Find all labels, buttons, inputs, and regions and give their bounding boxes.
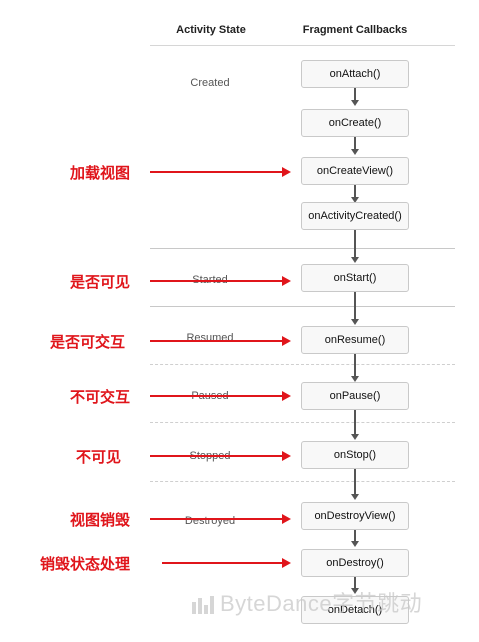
annotation-arrowhead-is-interactive	[282, 336, 291, 346]
flow-arrow-2-head	[351, 149, 359, 155]
flow-arrow-4	[354, 230, 356, 257]
flow-arrow-6	[354, 352, 356, 376]
callback-on-attach: onAttach()	[301, 60, 409, 88]
annotation-arrowhead-is-visible	[282, 276, 291, 286]
bytedance-logo-icon	[192, 596, 214, 615]
callback-on-destroy: onDestroy()	[301, 549, 409, 577]
section-divider-destroyed	[150, 481, 455, 482]
callback-on-start: onStart()	[301, 264, 409, 292]
annotation-is-interactive: 是否可交互	[50, 333, 126, 351]
flow-arrow-6-head	[351, 376, 359, 382]
flow-arrow-3	[354, 185, 356, 197]
annotation-load-view: 加载视图	[70, 164, 131, 182]
flow-arrow-5-head	[351, 319, 359, 325]
annotation-arrowhead-not-visible	[282, 451, 291, 461]
annotation-arrowhead-destroy-state	[282, 558, 291, 568]
annotation-not-interactive: 不可交互	[70, 388, 131, 406]
annotation-arrow-load-view	[150, 171, 282, 173]
callback-on-activity-created: onActivityCreated()	[301, 202, 409, 230]
flow-arrow-2	[354, 137, 356, 149]
annotation-destroy-state: 销毁状态处理	[40, 555, 131, 573]
flow-arrow-8-head	[351, 494, 359, 500]
annotation-is-visible: 是否可见	[70, 273, 131, 291]
header-divider	[150, 45, 455, 46]
annotation-arrow-is-interactive	[150, 340, 282, 342]
section-divider-started	[150, 248, 455, 249]
flow-arrow-1	[354, 88, 356, 100]
flow-arrow-9-head	[351, 541, 359, 547]
callback-on-detach: onDetach()	[301, 596, 409, 624]
annotation-arrow-not-visible	[150, 455, 282, 457]
callback-on-create-view: onCreateView()	[301, 157, 409, 185]
section-divider-resumed	[150, 306, 455, 307]
flow-arrow-1-head	[351, 100, 359, 106]
annotation-arrowhead-load-view	[282, 167, 291, 177]
callback-on-stop: onStop()	[301, 441, 409, 469]
annotation-not-visible: 不可见	[76, 448, 122, 466]
watermark: ByteDance字节跳动	[192, 586, 422, 618]
annotation-arrowhead-not-interactive	[282, 391, 291, 401]
annotation-arrow-destroy-state	[162, 562, 282, 564]
callback-on-resume: onResume()	[301, 326, 409, 354]
flow-arrow-9	[354, 530, 356, 541]
annotation-arrow-not-interactive	[150, 395, 282, 397]
flow-arrow-7-head	[351, 434, 359, 440]
annotation-destroy-view: 视图销毁	[70, 511, 131, 529]
flow-arrow-10-head	[351, 588, 359, 594]
section-divider-paused	[150, 364, 455, 365]
state-resumed: Resumed	[186, 332, 234, 344]
flow-arrow-10	[354, 577, 356, 588]
watermark-text: ByteDance字节跳动	[220, 591, 423, 616]
state-created: Created	[190, 77, 230, 89]
annotation-arrowhead-destroy-view	[282, 514, 291, 524]
callback-on-destroy-view: onDestroyView()	[301, 502, 409, 530]
flow-arrow-7	[354, 410, 356, 434]
callback-on-create: onCreate()	[301, 109, 409, 137]
section-divider-stopped	[150, 422, 455, 423]
flow-arrow-8	[354, 469, 356, 494]
flow-arrow-3-head	[351, 197, 359, 203]
activity-state-header: Activity State	[176, 24, 246, 36]
flow-arrow-5	[354, 292, 356, 319]
state-destroyed: Destroyed	[184, 515, 236, 527]
flow-arrow-4-head	[351, 257, 359, 263]
annotation-arrow-destroy-view	[150, 518, 282, 520]
callback-on-pause: onPause()	[301, 382, 409, 410]
fragment-callbacks-header: Fragment Callbacks	[302, 24, 408, 36]
annotation-arrow-is-visible	[150, 280, 282, 282]
